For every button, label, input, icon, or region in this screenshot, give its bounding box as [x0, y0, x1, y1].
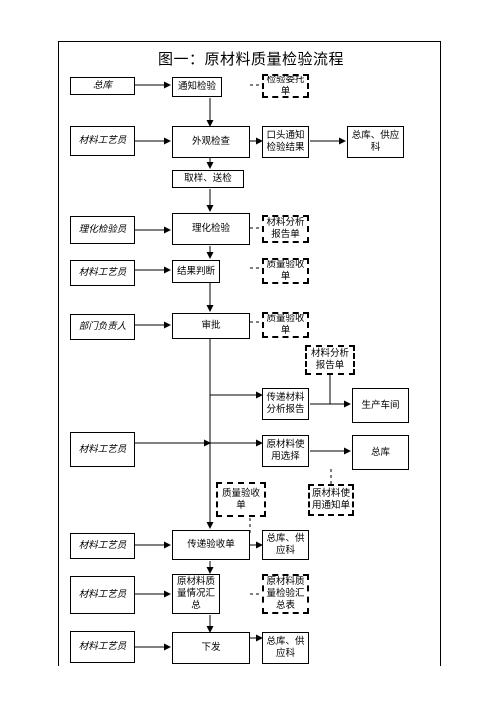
doc-summary-table: 原材料质量检验汇总表	[262, 574, 309, 614]
role-material-tech-4: 材料工艺员	[70, 533, 135, 559]
doc-acceptance-3: 质量验收单	[216, 482, 266, 517]
step-quality-summary: 原材料质量情况汇总	[172, 574, 220, 614]
role-department-head: 部门负责人	[70, 314, 135, 340]
step-visual-check: 外观检查	[172, 126, 250, 158]
doc-analysis-report-2: 材料分析报告单	[305, 345, 355, 375]
role-material-tech-5: 材料工艺员	[70, 576, 135, 614]
doc-analysis-report-1: 材料分析报告单	[262, 215, 309, 243]
step-physchem-test: 理化检验	[172, 213, 250, 245]
step-result-judgement: 结果判断	[172, 260, 220, 283]
step-transfer-acceptance: 传递验收单	[172, 530, 250, 560]
diagram-title: 图一：原材料质量检验流程	[157, 50, 344, 68]
diagram-frame	[58, 41, 441, 666]
doc-acceptance-2: 质量验收单	[262, 312, 309, 338]
step-material-use-selection: 原材料使用选择	[262, 435, 309, 467]
step-transfer-analysis-report: 传递材料分析报告	[262, 388, 309, 420]
step-issue: 下发	[172, 632, 250, 664]
output-warehouse-supply-1: 总库、供应科	[347, 126, 404, 158]
doc-use-notice: 原材料使用通知单	[308, 484, 354, 516]
output-warehouse-supply-3: 总库、供应科	[262, 632, 309, 664]
doc-acceptance-1: 质量验收单	[262, 258, 309, 284]
role-material-tech-1: 材料工艺员	[70, 126, 135, 156]
doc-inspection-request: 检验委托单	[262, 74, 309, 98]
role-material-tech-3: 材料工艺员	[70, 432, 135, 467]
output-production-workshop: 生产车间	[352, 388, 409, 423]
role-material-tech-2: 材料工艺员	[70, 260, 135, 286]
output-warehouse-supply-2: 总库、供应科	[262, 530, 309, 560]
output-oral-notice: 口头通知检验结果	[262, 126, 309, 158]
step-sampling: 取样、送检	[172, 170, 244, 188]
role-material-tech-6: 材料工艺员	[70, 631, 135, 663]
output-warehouse-2: 总库	[352, 435, 409, 470]
role-warehouse: 总库	[70, 77, 135, 95]
role-physchem-inspector: 理化检验员	[70, 216, 135, 244]
step-approval: 审批	[172, 313, 250, 339]
step-notify-inspection: 通知检验	[172, 77, 222, 97]
